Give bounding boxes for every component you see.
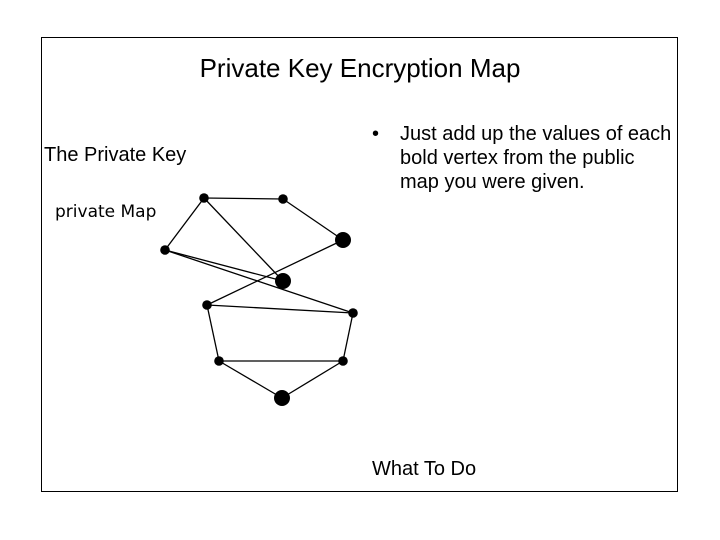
instruction-bullet: • Just add up the values of each bold ve…	[372, 122, 678, 194]
map-vertices	[160, 193, 358, 406]
edge-n1-n5	[203, 197, 284, 282]
instruction-text: Just add up the values of each bold vert…	[400, 123, 672, 193]
edge-n3-n6	[206, 239, 344, 306]
vertex-n6	[202, 300, 212, 310]
edge-n6-n7	[206, 304, 354, 314]
edge-n1-n2	[203, 197, 284, 200]
map-edges	[164, 197, 354, 399]
edge-n8-n10	[218, 360, 283, 399]
edge-n1-n4	[164, 197, 205, 251]
vertex-n7	[348, 308, 358, 318]
edge-n9-n10	[281, 360, 344, 399]
edge-n5-n4	[164, 249, 284, 282]
edge-n4-n7	[164, 249, 354, 314]
edge-n2-n3	[282, 198, 344, 241]
vertex-n9	[338, 356, 348, 366]
edge-n7-n9	[342, 312, 354, 362]
bold-vertex-n10	[274, 390, 290, 406]
vertex-n1	[199, 193, 209, 203]
vertex-n4	[160, 245, 170, 255]
slide-title: Private Key Encryption Map	[199, 53, 521, 83]
slide-frame	[41, 37, 678, 492]
vertex-n8	[214, 356, 224, 366]
private-map-label: private Map	[55, 202, 156, 222]
bold-vertex-n3	[335, 232, 351, 248]
bold-vertex-n5	[275, 273, 291, 289]
private-key-heading: The Private Key	[44, 144, 187, 166]
bullet-marker: •	[372, 123, 380, 145]
vertex-n2	[278, 194, 288, 204]
what-to-do-label: What To Do	[372, 458, 477, 480]
edge-n6-n8	[206, 304, 220, 362]
